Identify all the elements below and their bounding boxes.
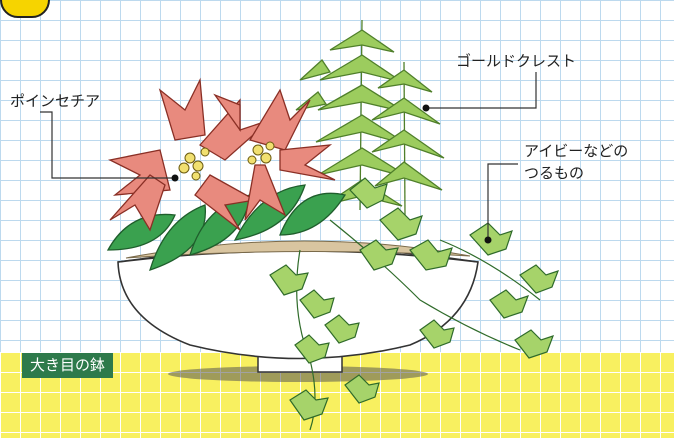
ivy-leaves xyxy=(269,177,560,421)
label-ivy-line2: つるもの xyxy=(524,164,585,182)
pot-shadow xyxy=(168,366,428,382)
leader-lines xyxy=(40,72,537,240)
soil xyxy=(125,240,471,259)
poinsettia-flowers xyxy=(108,77,336,232)
label-gold-crest: ゴールドクレスト xyxy=(456,52,577,70)
gold-crest-tree xyxy=(295,19,445,216)
poinsettia-centers xyxy=(178,141,275,181)
green-leaves xyxy=(106,184,347,272)
label-pot: 大き目の鉢 xyxy=(22,353,114,378)
label-poinsettia: ポインセチア xyxy=(10,92,101,110)
label-ivy-line1: アイビーなどの xyxy=(524,142,629,160)
leader-dots xyxy=(171,104,492,244)
